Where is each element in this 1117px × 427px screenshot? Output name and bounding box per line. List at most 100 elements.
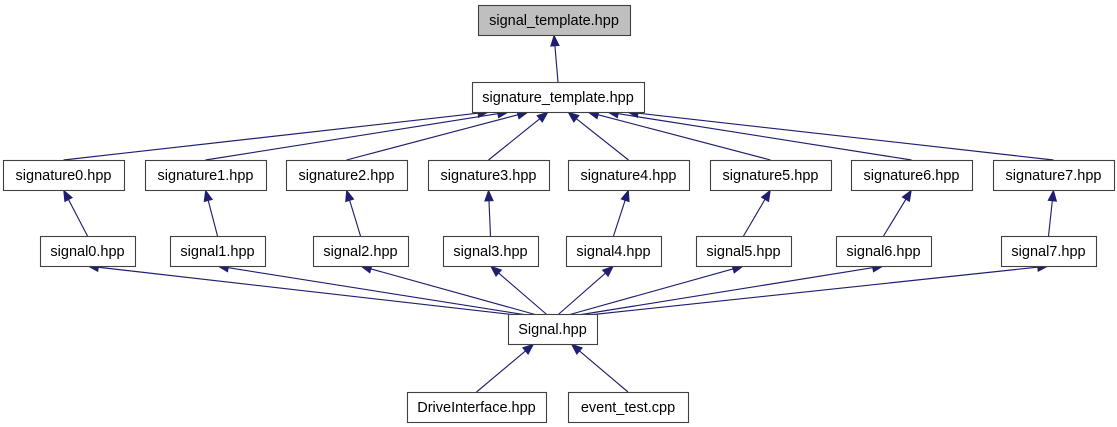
dependency-edge xyxy=(1047,200,1053,237)
dependency-edge xyxy=(228,267,527,316)
dependency-edge xyxy=(98,266,517,316)
dependency-edge xyxy=(370,268,538,316)
dependency-edge xyxy=(579,350,629,393)
node-label: signal7.hpp xyxy=(1011,244,1085,260)
arrowhead-icon xyxy=(1047,189,1058,202)
node-label: signal6.hpp xyxy=(846,244,920,260)
node-label: signal4.hpp xyxy=(576,244,650,260)
node-box[interactable] xyxy=(567,159,691,192)
graph-node-signature6[interactable]: signature6.hpp xyxy=(850,159,974,192)
dependency-edge xyxy=(567,268,734,316)
node-box[interactable] xyxy=(471,81,646,114)
node-label: signature7.hpp xyxy=(1006,168,1102,184)
node-box[interactable] xyxy=(477,4,632,37)
arrowhead-icon xyxy=(63,189,74,203)
arrowhead-icon xyxy=(521,343,535,355)
dependency-edge xyxy=(488,118,540,161)
graph-node-signal5[interactable]: signal5.hpp xyxy=(695,235,793,268)
graph-node-signature4[interactable]: signature4.hpp xyxy=(567,159,691,192)
node-label: signature2.hpp xyxy=(299,168,395,184)
node-box[interactable] xyxy=(406,391,548,424)
dependency-edge xyxy=(349,200,362,237)
graph-node-signature5[interactable]: signature5.hpp xyxy=(709,159,833,192)
node-label: signature_template.hpp xyxy=(482,90,634,106)
graph-node-Signal[interactable]: Signal.hpp xyxy=(507,313,599,346)
node-label: Signal.hpp xyxy=(518,322,587,338)
graph-node-event_test[interactable]: event_test.cpp xyxy=(567,391,690,424)
node-label: signature3.hpp xyxy=(441,168,537,184)
dependency-edge xyxy=(63,112,479,161)
dependency-edge xyxy=(554,45,559,83)
graph-node-signature7[interactable]: signature7.hpp xyxy=(992,159,1116,192)
dependency-edge xyxy=(598,114,771,161)
node-box[interactable] xyxy=(144,159,268,192)
graph-node-signal1[interactable]: signal1.hpp xyxy=(169,235,267,268)
dependency-edge xyxy=(68,199,89,237)
graph-node-signal_template[interactable]: signal_template.hpp xyxy=(477,4,632,37)
arrowhead-icon xyxy=(901,189,912,203)
graph-node-signal6[interactable]: signal6.hpp xyxy=(835,235,933,268)
arrowhead-icon xyxy=(489,265,503,278)
node-box[interactable] xyxy=(835,235,933,268)
node-label: signature5.hpp xyxy=(723,168,819,184)
graph-node-DriveInterface[interactable]: DriveInterface.hpp xyxy=(406,391,548,424)
graph-node-signature0[interactable]: signature0.hpp xyxy=(2,159,126,192)
dependency-edge xyxy=(618,113,912,161)
node-label: signal2.hpp xyxy=(323,244,397,260)
node-label: DriveInterface.hpp xyxy=(417,400,535,416)
node-box[interactable] xyxy=(507,313,599,346)
arrowhead-icon xyxy=(345,189,355,203)
node-box[interactable] xyxy=(565,235,663,268)
arrowhead-icon xyxy=(760,189,771,203)
node-label: signal3.hpp xyxy=(453,244,527,260)
arrowhead-icon xyxy=(484,189,494,202)
node-box[interactable] xyxy=(1000,235,1098,268)
node-box[interactable] xyxy=(442,235,540,268)
node-label: signal_template.hpp xyxy=(489,13,619,29)
node-label: signature6.hpp xyxy=(864,168,960,184)
node-box[interactable] xyxy=(709,159,833,192)
arrowhead-icon xyxy=(203,189,214,203)
node-layer: signal_template.hpp signature_template.hp… xyxy=(2,4,1116,424)
node-box[interactable] xyxy=(427,159,551,192)
dependency-edge xyxy=(637,112,1054,161)
dependency-edge xyxy=(743,199,766,237)
node-box[interactable] xyxy=(850,159,974,192)
arrowhead-icon xyxy=(550,34,560,47)
node-box[interactable] xyxy=(992,159,1116,192)
node-label: signature1.hpp xyxy=(158,168,254,184)
dependency-edge xyxy=(883,199,907,237)
node-box[interactable] xyxy=(169,235,267,268)
dependency-edge xyxy=(612,200,626,237)
graph-node-signal7[interactable]: signal7.hpp xyxy=(1000,235,1098,268)
graph-node-signature2[interactable]: signature2.hpp xyxy=(285,159,409,192)
graph-node-signature_template[interactable]: signature_template.hpp xyxy=(471,81,646,114)
dependency-edge xyxy=(588,266,1038,316)
node-label: signal5.hpp xyxy=(706,244,780,260)
node-label: signal0.hpp xyxy=(50,244,124,260)
graph-node-signature3[interactable]: signature3.hpp xyxy=(427,159,551,192)
node-label: signal1.hpp xyxy=(180,244,254,260)
node-box[interactable] xyxy=(695,235,793,268)
node-box[interactable] xyxy=(285,159,409,192)
graph-node-signal2[interactable]: signal2.hpp xyxy=(312,235,410,268)
node-box[interactable] xyxy=(312,235,410,268)
node-label: event_test.cpp xyxy=(581,400,675,416)
graph-node-signal0[interactable]: signal0.hpp xyxy=(39,235,137,268)
node-label: signature4.hpp xyxy=(581,168,677,184)
dependency-edge xyxy=(476,350,526,393)
node-box[interactable] xyxy=(39,235,137,268)
dependency-edge xyxy=(488,200,492,237)
arrowhead-icon xyxy=(601,265,615,278)
graph-node-signature1[interactable]: signature1.hpp xyxy=(144,159,268,192)
graph-node-signal4[interactable]: signal4.hpp xyxy=(565,235,663,268)
dependency-edge xyxy=(498,272,548,316)
node-box[interactable] xyxy=(567,391,690,424)
graph-node-signal3[interactable]: signal3.hpp xyxy=(442,235,540,268)
node-box[interactable] xyxy=(2,159,126,192)
dependency-edge xyxy=(557,272,606,316)
dependency-edge xyxy=(207,200,219,237)
arrowhead-icon xyxy=(570,343,584,355)
